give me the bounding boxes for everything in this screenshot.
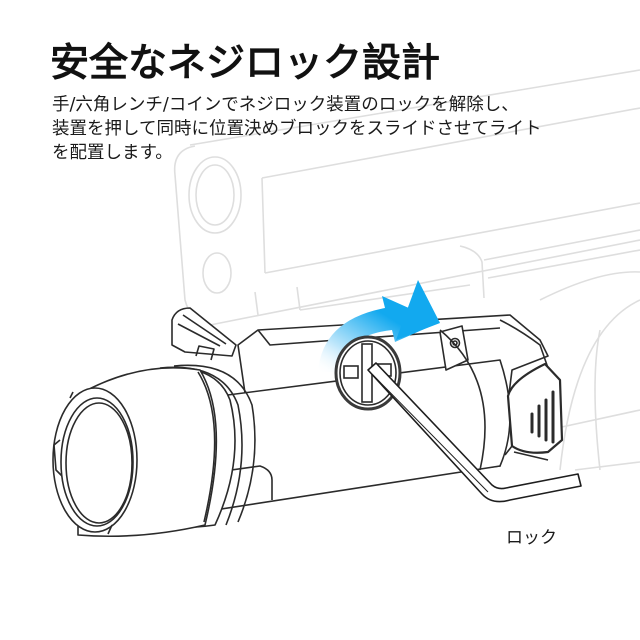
lock-callout-label: ロック [506,528,557,548]
page-title: 安全なネジロック設計 [50,41,441,86]
lock-screw-icon [334,335,402,411]
rotate-clockwise-arrow-icon [318,280,440,372]
description-line: を配置します。 [52,143,173,163]
description-line: 手/六角レンチ/コインでネジロック装置のロックを解除し、 [52,95,519,115]
feature-description: 手/六角レンチ/コインでネジロック装置のロックを解除し、 装置を押して同時に位置… [52,93,612,165]
hex-key-wrench-icon [367,362,582,503]
description-line: 装置を押して同時に位置決めブロックをスライドさせてライト [52,119,542,139]
weapon-light-outline [52,307,564,538]
